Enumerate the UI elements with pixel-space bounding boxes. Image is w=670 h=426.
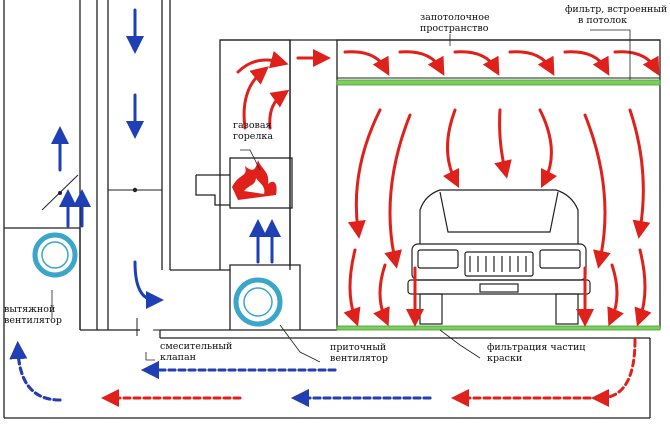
downdraft-arrow	[538, 108, 558, 189]
return-air-arrow	[9, 341, 62, 402]
downdraft-arrow	[347, 108, 382, 239]
downdraft-arrow	[373, 263, 390, 327]
leader-lines	[51, 29, 631, 363]
fresh-air-arrow	[133, 260, 164, 309]
airflow-arrows	[9, 8, 660, 407]
plenum-air-arrow	[508, 50, 555, 76]
plenum-air-arrow	[563, 50, 610, 76]
downdraft-arrow	[442, 108, 460, 189]
car-front-icon	[407, 189, 591, 325]
floor-filter	[336, 325, 661, 331]
flame-icon	[232, 160, 277, 200]
plenum-air-arrow	[343, 50, 390, 76]
return-air-arrow	[591, 338, 637, 407]
plenum-air-arrow	[613, 50, 660, 76]
hot-air-arrow	[236, 50, 289, 74]
downdraft-arrow	[607, 263, 624, 327]
downdraft-arrow	[628, 108, 651, 239]
plenum-air-arrow	[453, 50, 500, 76]
downdraft-arrow	[384, 113, 412, 269]
exhaust-fan-icon	[32, 232, 78, 278]
hot-air-arrow	[242, 66, 269, 130]
supply-fan-icon	[233, 277, 283, 327]
downdraft-arrow	[494, 108, 512, 179]
downdraft-arrow	[343, 248, 361, 327]
downdraft-arrow	[583, 113, 611, 269]
ceiling-filter	[336, 79, 661, 86]
plenum-air-arrow	[398, 50, 445, 76]
hot-air-arrow	[268, 89, 290, 130]
downdraft-arrow	[634, 248, 652, 327]
return-air-arrow	[9, 341, 62, 402]
